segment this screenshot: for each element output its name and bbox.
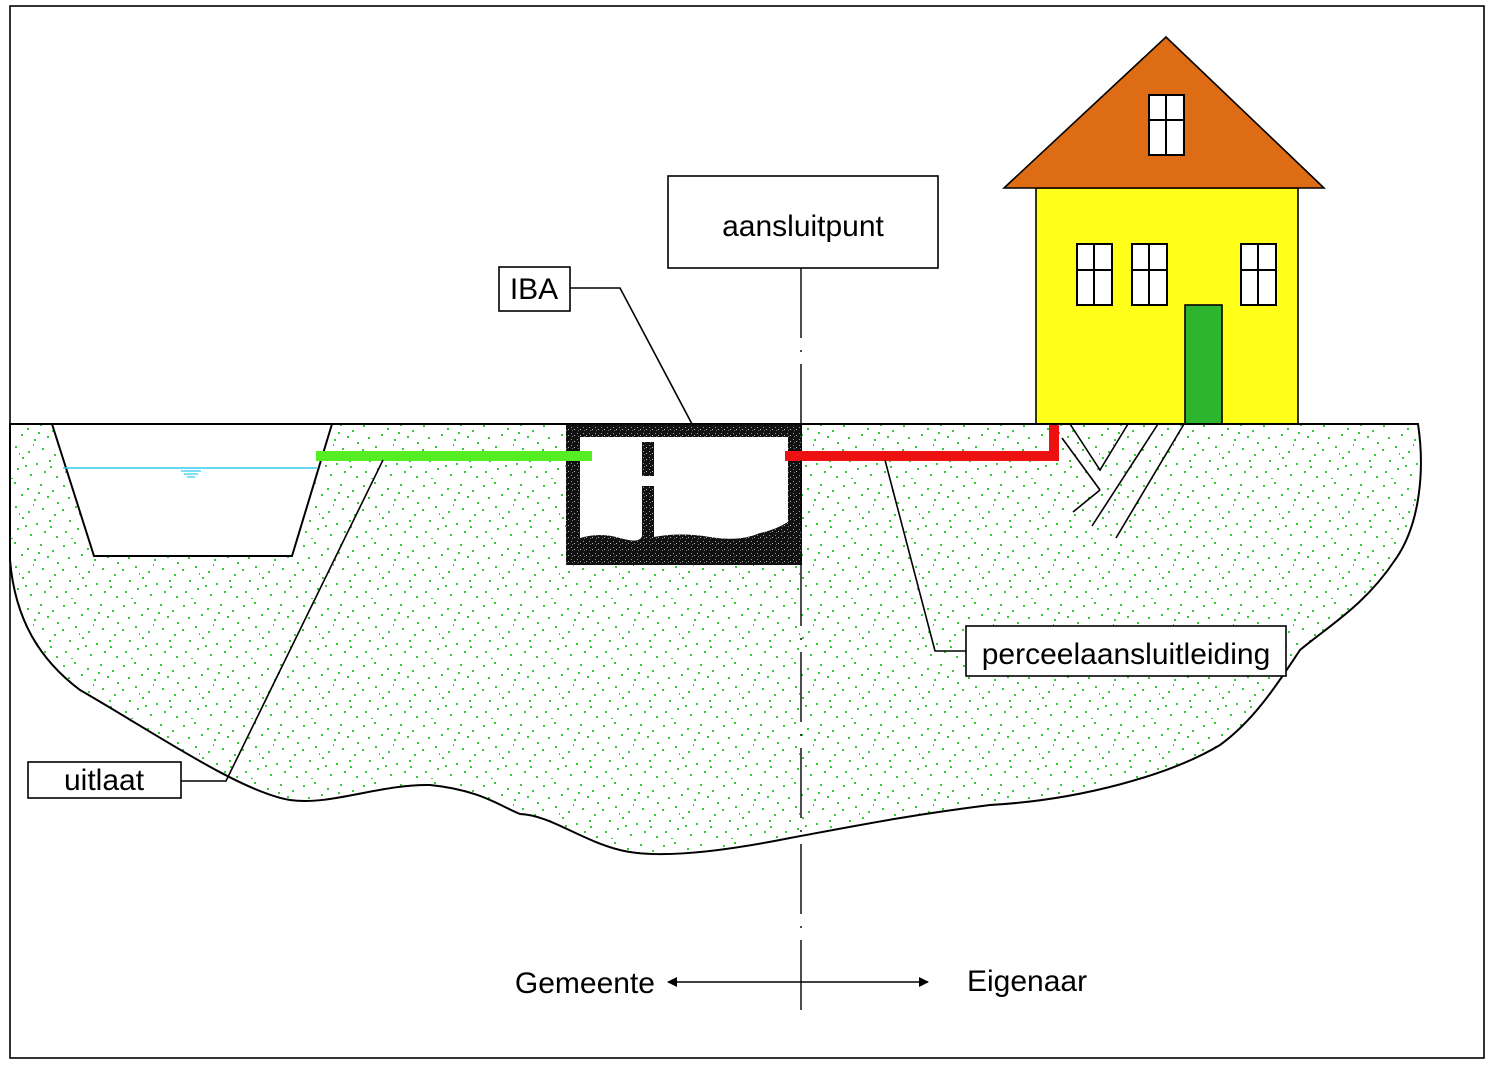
iba-tank [566,424,802,565]
house-window-right [1240,243,1277,306]
label-outlet: uitlaat [27,459,384,799]
house [1001,35,1326,539]
iba-leader-line [570,287,693,425]
label-property-line: perceelaansluitleiding [884,459,1287,677]
attic-window [1148,94,1185,156]
label-connection-point: aansluitpunt [667,175,939,269]
water-level-icon [181,470,201,478]
property-line-text: perceelaansluitleiding [982,638,1271,671]
outlet-leader-line [181,459,384,782]
house-window-middle [1131,243,1168,306]
soil-area [9,423,1422,856]
ditch [52,424,332,556]
ditch-outline [51,423,333,557]
property-pipe [785,424,1059,461]
connection-point-text: aansluitpunt [722,210,884,243]
iba-text: IBA [510,273,558,306]
owner-label: Eigenaar [967,965,1087,998]
property-line-leader [884,459,966,652]
house-door [1184,304,1223,425]
municipality-label: Gemeente [515,967,655,1000]
outlet-text: uitlaat [64,764,145,797]
house-window-left [1076,243,1113,306]
label-iba: IBA [498,266,693,425]
house-foundation-lines [1061,423,1185,539]
